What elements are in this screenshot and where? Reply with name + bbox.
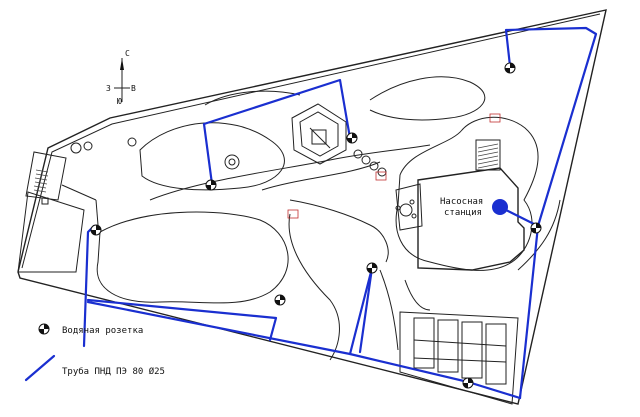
water-outlet-icon [504,62,516,74]
water-outlets [90,62,542,389]
compass-north: С [125,49,130,58]
legend-pipe-label: Труба ПНД ПЭ 80 Ø25 [62,366,165,377]
compass-icon [114,58,130,102]
water-outlet-icon [274,294,286,306]
lawn-top [139,122,285,191]
round-table [395,199,417,219]
fence-line [21,13,601,269]
pump-station-icon [492,199,508,215]
legend-outlet-label: Водяная розетка [62,326,143,336]
compass-west: З [106,84,111,93]
compass-east: В [131,84,136,93]
lawn-top-right [369,76,486,121]
path-crossings [287,113,501,219]
water-pipe-network [82,26,598,400]
entrance-stairs [33,169,49,193]
curved-path-2 [261,161,381,191]
water-outlet-icon [530,222,542,234]
house-stairs [475,139,501,171]
pump-station-label-1: Насосная [440,197,483,207]
legend-pipe-swatch [24,354,56,382]
water-outlet-icon [38,323,50,335]
house [417,167,525,271]
orchard-path [379,269,431,351]
water-outlet-icon [462,377,474,389]
compass-south: Ю [117,97,122,106]
pump-station-label-2: станция [444,208,482,218]
garage [17,151,99,273]
terrace-outline [395,116,539,271]
curved-path-3 [289,199,389,263]
legend: Водяная розетка Труба ПНД ПЭ 80 Ø25 [24,323,165,382]
water-outlet-icon [90,224,102,236]
curved-path-4 [288,213,340,361]
lawn-left [96,211,289,304]
fountain [224,154,240,170]
gazebo [291,103,347,165]
water-outlet-icon [346,132,358,144]
lawn-upper [204,90,301,106]
garden-beds [399,311,519,405]
trees [70,137,137,154]
plot-boundary [17,9,607,405]
curved-path-1 [149,144,431,201]
water-outlet-icon [205,179,217,191]
water-outlet-icon [366,262,378,274]
